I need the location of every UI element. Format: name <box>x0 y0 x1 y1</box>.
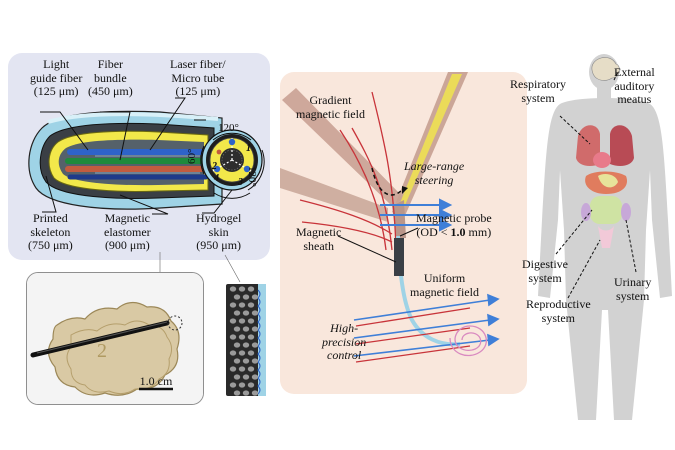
label-magnetic-probe: Magnetic probe (OD < 1.0 mm) <box>416 211 492 239</box>
right-kidney-icon <box>621 203 631 221</box>
mesh-cell <box>247 318 255 324</box>
mesh-cell <box>247 366 255 372</box>
heart-icon <box>593 152 611 168</box>
mesh-cell <box>233 310 241 316</box>
mesh-cell <box>247 382 255 388</box>
mesh-cell <box>251 294 259 300</box>
uniform-field-arrows <box>353 293 500 357</box>
probe-leader-lines <box>40 97 241 319</box>
mesh-cell <box>238 334 246 340</box>
mesh-cell <box>233 294 241 300</box>
mesh-cell <box>238 302 246 308</box>
mesh-cell <box>242 342 250 348</box>
mesh-cell <box>251 326 259 332</box>
mesh-cell <box>233 326 241 332</box>
mesh-cell <box>233 390 241 396</box>
mesh-cell <box>242 358 250 364</box>
scale-bar-label: 1.0 cm <box>139 374 173 388</box>
channel-number-4: 4 <box>214 173 219 184</box>
mesh-cell <box>242 374 250 380</box>
mesh-cell <box>233 374 241 380</box>
mesh-cell <box>242 310 250 316</box>
mesh-cell <box>238 366 246 372</box>
cross-section <box>200 129 265 199</box>
right-lung-icon <box>610 125 634 166</box>
stomach-icon <box>598 174 618 188</box>
mesh-cell <box>238 350 246 356</box>
mesh-cell <box>238 382 246 388</box>
control-leader-lines <box>337 227 419 263</box>
channel-number-2: 2 <box>212 161 217 172</box>
organs <box>576 57 634 248</box>
vessel-branches <box>280 72 468 238</box>
mesh-cell <box>251 342 259 348</box>
probe-photo <box>30 320 170 358</box>
mesh-cell <box>247 350 255 356</box>
mesh-cell <box>229 286 237 292</box>
left-kidney-icon <box>581 203 591 221</box>
mesh-cell <box>251 310 259 316</box>
mesh-cell <box>247 302 255 308</box>
mesh-cell <box>229 382 237 388</box>
channel-number-1: 1 <box>246 143 251 154</box>
mesh-cell <box>251 390 259 396</box>
magnetic-sheath <box>394 238 404 276</box>
gradient-field-lines <box>299 91 397 251</box>
mesh-cell <box>229 350 237 356</box>
mesh-cell <box>233 342 241 348</box>
mesh-cell <box>229 318 237 324</box>
mesh-cell <box>238 286 246 292</box>
bladder-icon <box>598 226 614 248</box>
steering-path <box>371 167 403 196</box>
body-leader-lines <box>555 71 637 299</box>
mesh-cell <box>229 366 237 372</box>
coin-numeral: 2 <box>97 340 107 362</box>
intestine-icon <box>590 196 622 224</box>
uniform-field-lines <box>355 307 471 363</box>
angle-120-top: 120° <box>218 122 239 134</box>
mesh-cell <box>247 334 255 340</box>
label-laser-fiber: Laser fiber/Micro tube(125 μm) <box>170 57 226 98</box>
mesh-cell <box>229 302 237 308</box>
zoom-circle <box>167 315 183 331</box>
mesh-cell <box>229 334 237 340</box>
mesh-cell <box>251 374 259 380</box>
mesh-cell <box>247 286 255 292</box>
mesh-cell <box>233 358 241 364</box>
precision-spiral <box>449 325 487 357</box>
brain-icon <box>591 57 620 81</box>
left-lung-icon <box>576 125 600 166</box>
mesh-cell <box>242 294 250 300</box>
probe-cutaway <box>28 110 223 210</box>
channel-number-3: 3 <box>238 177 243 188</box>
steering-arrows <box>380 198 453 232</box>
mesh-cell <box>238 318 246 324</box>
mesh-cell <box>242 390 250 396</box>
coin-photo: 2 <box>27 273 203 404</box>
mesh-cell <box>242 326 250 332</box>
coin-photo-panel: 2 1.0 cm <box>26 272 204 405</box>
mesh-cell <box>251 358 259 364</box>
